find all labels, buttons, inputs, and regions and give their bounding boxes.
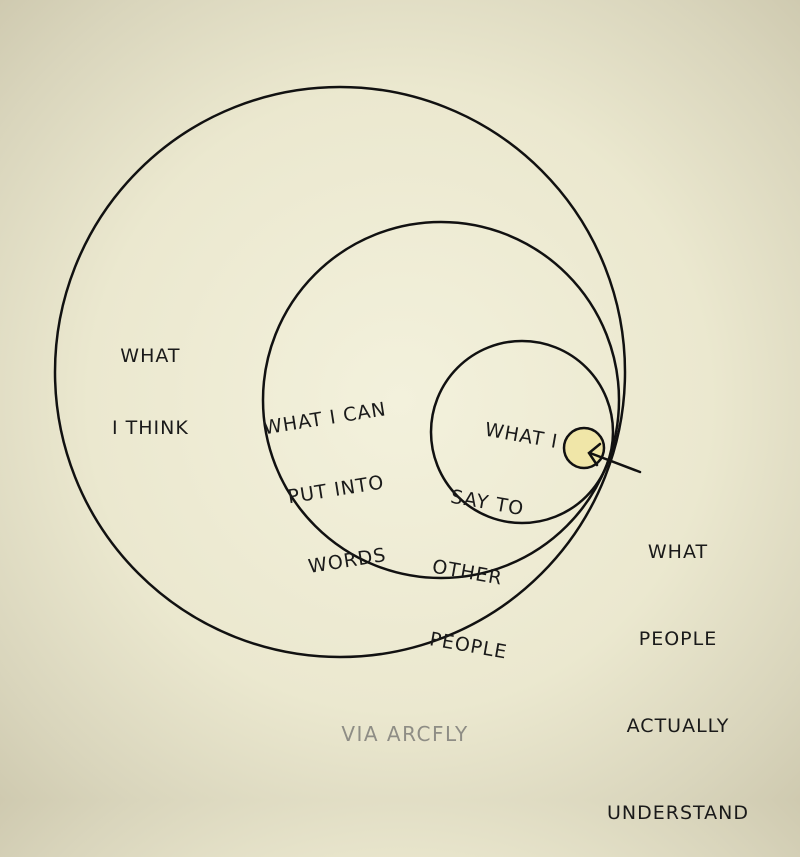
- label-line: WHAT: [647, 541, 709, 563]
- credit-text: VIA ARCFLY: [341, 722, 469, 746]
- circle-what-i-think: [53, 85, 627, 659]
- circle-what-people-actually-understand: [562, 426, 606, 470]
- label-line: PEOPLE: [638, 628, 718, 650]
- label-line: OTHER: [430, 555, 505, 590]
- label-line: UNDERSTAND: [607, 802, 749, 824]
- nested-circles-diagram: [53, 85, 642, 659]
- label-line: SAY TO: [448, 485, 526, 521]
- label-line: ACTUALLY: [626, 715, 730, 737]
- label-what-people-actually-understand: WHAT PEOPLE ACTUALLY UNDERSTAND: [568, 480, 788, 857]
- arrow-icon: [587, 442, 642, 474]
- label-line: WHAT I: [483, 418, 560, 454]
- circle-what-i-say-to-other-people: [429, 339, 615, 525]
- label-line: I THINK: [112, 417, 189, 439]
- label-what-i-think: WHAT I THINK: [112, 296, 189, 464]
- circle-what-i-can-put-into-words: [261, 220, 621, 580]
- label-line: WORDS: [306, 543, 388, 578]
- label-line: PEOPLE: [427, 628, 509, 664]
- label-line: WHAT I CAN: [261, 398, 388, 440]
- label-line: PUT INTO: [286, 471, 386, 509]
- label-line: WHAT: [120, 345, 181, 367]
